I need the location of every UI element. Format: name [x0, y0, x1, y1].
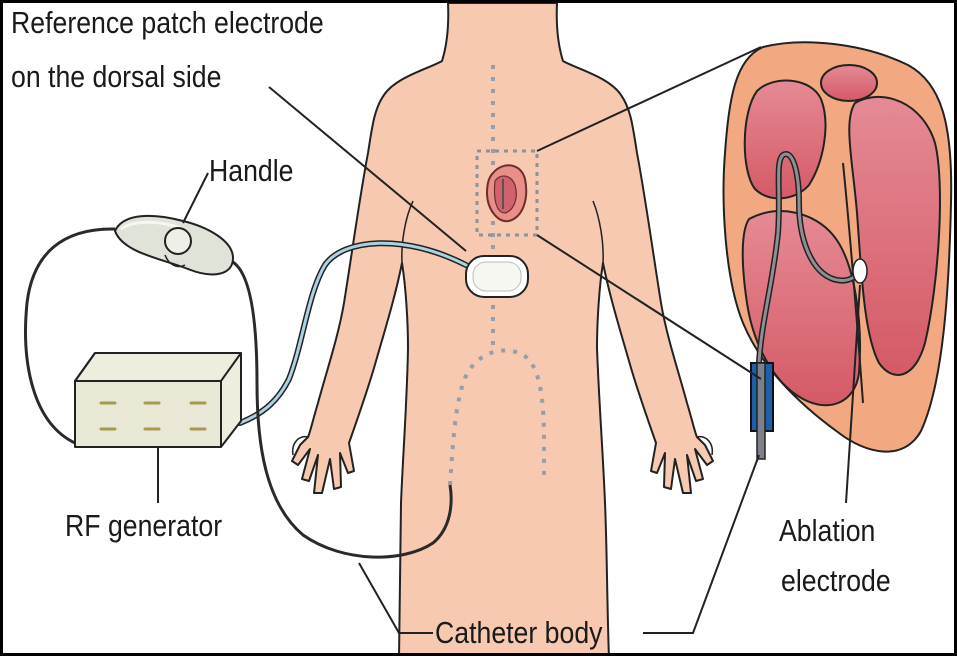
pulmonary-vessel [820, 64, 878, 102]
right-armpit-line [592, 200, 604, 264]
catheter-body-label: Catheter body [435, 615, 603, 650]
handle-label: Handle [209, 153, 294, 188]
small-heart [485, 164, 528, 223]
reference-patch-label-line1: Reference patch electrode [11, 5, 324, 40]
leader-lines [157, 46, 861, 634]
heart-left-chamber [743, 79, 827, 200]
human-body [291, 3, 714, 653]
rf-generator-box [74, 352, 242, 448]
catheter-handle [113, 214, 235, 276]
catheter-cable [230, 259, 453, 559]
zoom-leader-bottom [536, 234, 762, 380]
large-heart-cross-section [722, 41, 953, 460]
body-silhouette [291, 3, 714, 653]
vessel-dotted-path [448, 348, 546, 486]
left-thumb [291, 435, 309, 456]
generator-panel-marks [99, 401, 207, 431]
reference-patch-inner [472, 261, 522, 292]
heart-right-chamber [848, 95, 941, 376]
handle-generator-cable [24, 227, 116, 445]
diagram-drawing [24, 3, 953, 653]
zoom-leader-top [536, 46, 762, 152]
reference-patch-label-line2: on the dorsal side [11, 59, 222, 94]
handle-knob [164, 227, 192, 255]
ablation-electrode-tip [852, 258, 868, 284]
right-thumb [696, 435, 714, 456]
ablation-electrode-label-line1: Ablation [779, 513, 876, 548]
catheter-body-bracket [358, 562, 433, 634]
ablation-electrode-leader [845, 284, 861, 504]
heart-zoom-box [475, 149, 539, 237]
handle-leader [182, 172, 209, 224]
ablation-electrode-label-line2: electrode [781, 563, 891, 598]
reference-patch-leader [268, 86, 467, 252]
rf-generator-label: RF generator [65, 508, 223, 543]
catheter-body-bracket-right [643, 454, 760, 634]
